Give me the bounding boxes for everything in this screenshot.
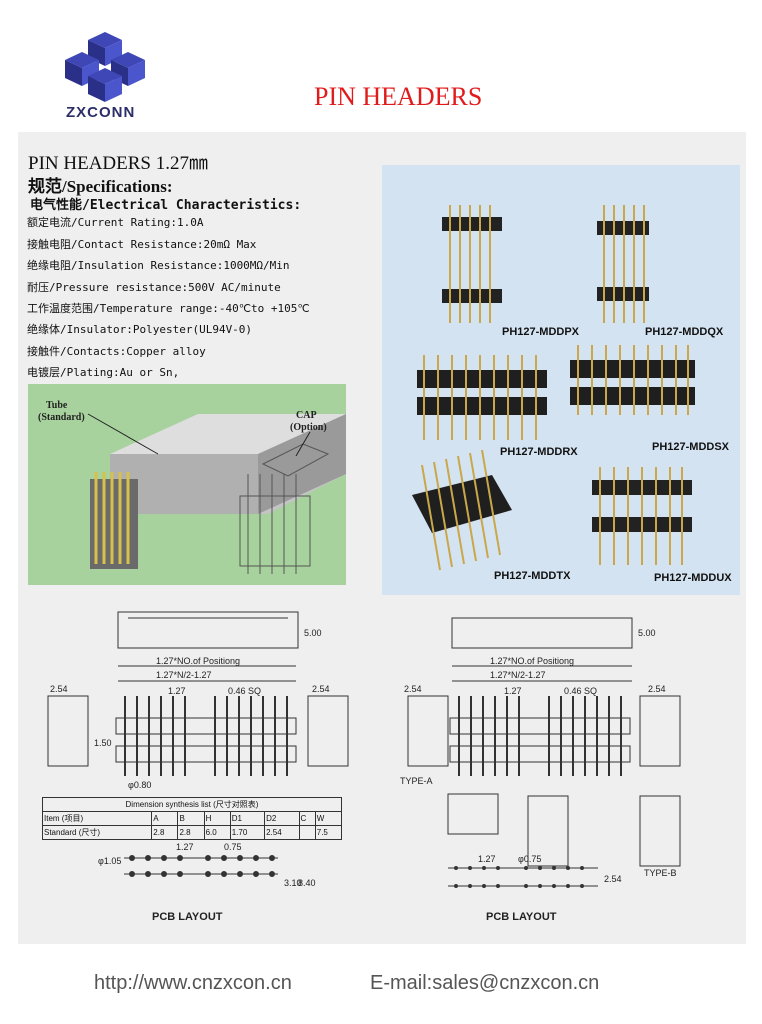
header-mddrx-image [417, 355, 547, 440]
section-title: PIN HEADERS 1.27㎜ [28, 153, 208, 174]
spec-insulator: 绝缘体/Insulator:Polyester(UL94V-0) [27, 323, 253, 336]
table-cell: 2.54 [264, 825, 300, 840]
cap-label-line2: (Option) [290, 422, 327, 433]
header-mddtx-image [412, 449, 512, 571]
dimension-table-title: Dimension synthesis list (尺寸对照表) [42, 797, 342, 811]
tube-label-line2: (Standard) [38, 412, 85, 423]
dim-pin-dia: φ0.80 [128, 780, 151, 790]
electrical-heading: 电气性能/Electrical Characteristics: [30, 198, 302, 213]
product-photos-image [412, 205, 695, 571]
table-row: Item (项目) A B H D1 D2 C W [41, 811, 343, 826]
pcb-075: 0.75 [224, 842, 242, 852]
dim-height-left: 5.00 [304, 628, 322, 638]
dim-half-pitch-right: 1.27*N/2-1.27 [490, 670, 546, 680]
spec-contacts: 接触件/Contacts:Copper alloy [27, 345, 206, 358]
cap-label-line1: CAP [296, 410, 317, 421]
technical-drawing: 1.27*NO.of Positiong 1.27*N/2-1.27 1.27 … [47, 611, 681, 923]
product-label-mddsx: PH127-MDDSX [652, 441, 730, 453]
product-label-mddrx: PH127-MDDRX [500, 446, 578, 458]
dim-positioning-right: 1.27*NO.of Positiong [490, 656, 574, 666]
product-label-mddqx: PH127-MDDQX [645, 326, 724, 338]
pcb-hole-dia: φ1.05 [98, 856, 121, 866]
header-mdux-image [592, 467, 692, 565]
specifications-heading: 规范/Specifications: [28, 177, 173, 196]
pcb-holes-left [129, 855, 275, 877]
product-label-mddux: PH127-MDDUX [654, 572, 732, 584]
table-cell: Standard (尺寸) [41, 825, 153, 840]
right-front-pins [458, 696, 622, 776]
pcb-254-right: 2.54 [604, 874, 622, 884]
footer-email-link[interactable]: E-mail:sales@cnzxcon.cn [370, 972, 600, 994]
pcb-hole-dia-right: φ0.75 [518, 854, 541, 864]
tube-cap-image [87, 413, 346, 574]
logo-cubes-icon [65, 32, 145, 102]
spec-current-rating: 额定电流/Current Rating:1.0A [27, 216, 204, 229]
table-cell: D2 [264, 811, 300, 826]
dim-half-pitch-left: 1.27*N/2-1.27 [156, 670, 212, 680]
spec-contact-resistance: 接触电阻/Contact Resistance:20mΩ Max [27, 238, 257, 251]
dim-height-right: 5.00 [638, 628, 656, 638]
pcb-840: 8.40 [298, 878, 316, 888]
table-cell: 2.8 [177, 825, 205, 840]
dim-square-right: 0.46 SQ [564, 686, 597, 696]
dim-positioning-left: 1.27*NO.of Positiong [156, 656, 240, 666]
brand-name: ZXCONN [66, 104, 136, 121]
left-front-pins [124, 696, 288, 776]
dim-254-right-b: 2.54 [648, 684, 666, 694]
spec-temperature-range: 工作温度范围/Temperature range:-40℃to +105℃ [27, 302, 310, 315]
pcb-pitch-left: 1.27 [176, 842, 194, 852]
table-cell: D1 [229, 811, 266, 826]
type-b-label: TYPE-B [644, 868, 677, 878]
type-a-label: TYPE-A [400, 776, 433, 786]
dim-254-right-a: 2.54 [404, 684, 422, 694]
pcb-layout-left-label: PCB LAYOUT [152, 911, 223, 923]
pcb-layout-right-label: PCB LAYOUT [486, 911, 557, 923]
header-mddpx-image [442, 205, 502, 323]
dimension-table-grid: Item (项目) A B H D1 D2 C W Standard (尺寸) … [41, 811, 343, 840]
table-cell: B [177, 811, 205, 826]
spec-plating: 电镀层/Plating:Au or Sn, [27, 366, 180, 379]
table-cell: 7.5 [314, 825, 343, 840]
table-cell: W [314, 811, 343, 826]
pcb-310: 3.10 [284, 878, 302, 888]
dim-pitch-left: 1.27 [168, 686, 186, 696]
footer-website-link[interactable]: http://www.cnzxcon.cn [94, 972, 292, 994]
tube-label-line1: Tube [46, 400, 68, 411]
table-cell: Item (项目) [41, 811, 153, 826]
dimension-table: Dimension synthesis list (尺寸对照表) Item (项… [41, 797, 343, 840]
product-label-mddpx: PH127-MDDPX [502, 326, 580, 338]
spec-pressure-resistance: 耐压/Pressure resistance:500V AC/minute [27, 281, 281, 294]
table-cell: 2.8 [151, 825, 179, 840]
table-cell: H [203, 811, 231, 826]
pcb-pitch-right: 1.27 [478, 854, 496, 864]
dim-254-mid: 2.54 [312, 684, 330, 694]
header-mddqx-image [597, 205, 649, 323]
header-mddsx-image [570, 345, 695, 415]
dim-pitch-right: 1.27 [504, 686, 522, 696]
product-label-mddtx: PH127-MDDTX [494, 570, 571, 582]
table-row: Standard (尺寸) 2.8 2.8 6.0 1.70 2.54 7.5 [41, 825, 343, 840]
spec-insulation-resistance: 绝缘电阻/Insulation Resistance:1000MΩ/Min [27, 259, 290, 272]
table-cell [298, 825, 316, 840]
table-cell: A [151, 811, 179, 826]
tube-cap-illustration: Tube (Standard) CAP (Option) [28, 384, 346, 585]
table-cell: 1.70 [229, 825, 266, 840]
dim-150: 1.50 [94, 738, 112, 748]
page-title: PIN HEADERS [314, 82, 483, 111]
dim-square-left: 0.46 SQ [228, 686, 261, 696]
table-cell: C [298, 811, 316, 826]
product-photo-panel: PH127-MDDPX PH127-MDDQX PH127-MDDRX PH12… [382, 165, 740, 595]
dim-254-left: 2.54 [50, 684, 68, 694]
table-cell: 6.0 [203, 825, 231, 840]
pcb-holes-right [454, 866, 584, 888]
